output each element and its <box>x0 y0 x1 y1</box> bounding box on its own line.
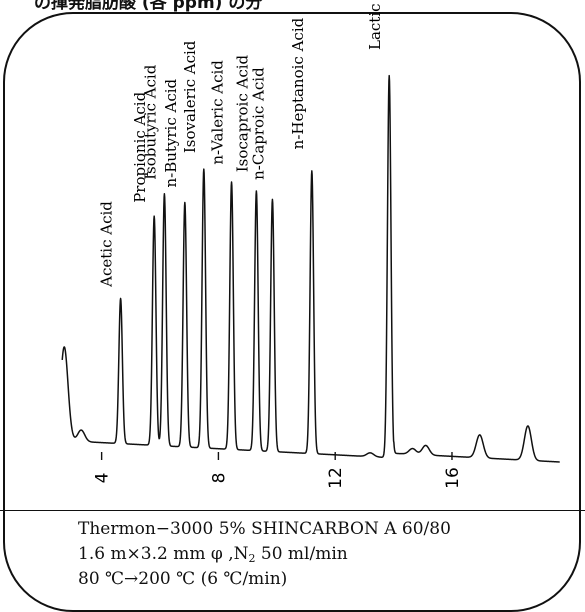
x-tick-label-2: 12 <box>326 467 346 489</box>
x-tick-label-1: 8 <box>209 473 229 484</box>
peak-label-8: n-Heptanoic Acid <box>289 17 307 149</box>
peak-label-9: Lactic Acid(200ppm) <box>366 0 384 50</box>
peak-label-1: Propionic Acid <box>131 91 149 202</box>
x-tick-label-0: 4 <box>93 473 113 484</box>
peak-label-7: n-Caproic Acid <box>249 67 267 180</box>
chart-caption: Thermon−3000 5% SHINCARBON A 60/80 1.6 m… <box>0 510 585 600</box>
caption-conditions: 1.6 m×3.2 mm φ ,N2 50 ml/min <box>78 542 585 567</box>
peak-label-0: Acetic Acid <box>98 201 116 288</box>
caption-column: Thermon−3000 5% SHINCARBON A 60/80 <box>78 519 451 539</box>
peak-label-2: Isobutyric Acid <box>141 64 159 180</box>
header-title: の揮発脂肪酸 (各 ppm) の分 <box>34 0 263 13</box>
page-header: の揮発脂肪酸 (各 ppm) の分 <box>0 0 585 14</box>
chromatogram-chart: 4 8 12 16 Acetic Acid Propionic AcidIsobutyri… <box>61 0 561 489</box>
caption-temperature: 80 ℃→200 ℃ (6 ℃/min) <box>78 569 288 589</box>
peak-label-4: Isovaleric Acid <box>181 40 199 153</box>
peak-label-5: n-Valeric Acid <box>209 60 227 165</box>
caption-subscript: 2 <box>248 552 256 565</box>
peak-label-6: Isocaproic Acid <box>233 54 251 172</box>
peak-label-3: n-Butyric Acid <box>162 78 180 187</box>
chromatogram-trace <box>61 74 561 463</box>
caption-flow-text: 50 ml/min <box>255 544 348 564</box>
caption-conditions-text: 1.6 m×3.2 mm φ ,N <box>78 544 249 564</box>
x-tick-label-3: 16 <box>443 467 463 489</box>
